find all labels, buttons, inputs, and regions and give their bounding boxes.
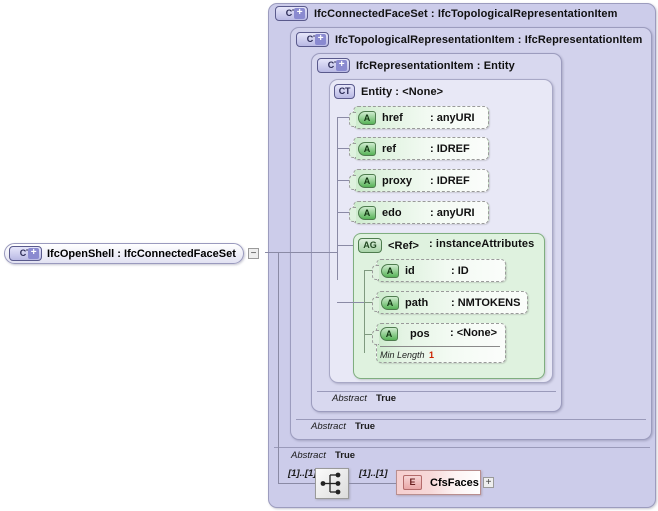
attribute-row-id[interactable]: A id : ID xyxy=(372,259,506,282)
attribute-notch xyxy=(372,265,379,280)
attribute-row-href[interactable]: A href : anyURI xyxy=(349,106,489,129)
attribute-row-ref[interactable]: A ref : IDREF xyxy=(349,137,489,160)
ag-tree-branch-id xyxy=(364,270,376,271)
ag-tree-branch-pos xyxy=(364,334,376,335)
abstract-label-3: Abstract xyxy=(332,393,367,404)
attribute-notch xyxy=(349,112,356,127)
attribute-icon: A xyxy=(358,141,376,156)
root-to-sequence-hline xyxy=(278,483,315,484)
root-node-collapse-toggle[interactable]: − xyxy=(248,248,259,259)
attribute-name: pos xyxy=(410,328,430,340)
sequence-compositor-icon[interactable] xyxy=(315,468,349,499)
attribute-pos-type: : <None> xyxy=(450,327,498,339)
sequence-glyph xyxy=(320,472,341,495)
attr-tree-branch-edo xyxy=(337,212,353,213)
abstract-label-2: Abstract xyxy=(311,421,346,432)
container-header-entity: CT Entity : <None> xyxy=(334,84,443,99)
ct-icon[interactable]: CT xyxy=(334,84,355,99)
attribute-notch xyxy=(349,143,356,158)
abstract-value-2: True xyxy=(355,421,376,432)
abstract-value-1: True xyxy=(335,450,356,461)
attribute-type: : IDREF xyxy=(430,174,470,187)
sequence-to-element-line xyxy=(349,483,397,484)
attribute-icon: A xyxy=(381,263,399,278)
attribute-name: edo xyxy=(382,206,402,219)
attribute-row-path[interactable]: A path : NMTOKENS xyxy=(372,291,528,314)
ag-tree-branch-path xyxy=(364,302,376,303)
element-label: CfsFaces xyxy=(430,476,479,489)
root-node-label: IfcOpenShell : IfcConnectedFaceSet xyxy=(47,247,236,260)
container-header-ifctopologicalrepresentationitem: CT+ IfcTopologicalRepresentationItem : I… xyxy=(296,32,642,47)
attribute-type: : anyURI xyxy=(430,206,475,219)
attribute-row-proxy[interactable]: A proxy : IDREF xyxy=(349,169,489,192)
attribute-name: ref xyxy=(382,142,397,155)
attribute-icon: A xyxy=(358,110,376,125)
attribute-type: : ID xyxy=(451,264,469,277)
ct-plus-icon[interactable]: CT+ xyxy=(275,6,308,21)
container-header-ifcrepresentationitem: CT+ IfcRepresentationItem : Entity xyxy=(317,58,515,73)
element-expand-toggle[interactable]: + xyxy=(483,477,494,488)
element-icon: E xyxy=(403,475,422,490)
abstract-separator-1 xyxy=(274,447,650,448)
container-label-3: IfcRepresentationItem : Entity xyxy=(356,59,515,72)
ct-plus-icon[interactable]: CT+ xyxy=(9,246,42,261)
attribute-notch xyxy=(372,297,379,312)
attribute-group-icon: AG xyxy=(358,238,382,253)
element-cfsfaces[interactable]: E CfsFaces xyxy=(396,470,481,495)
ct-plus-icon[interactable]: CT+ xyxy=(317,58,350,73)
attribute-group-name: <Ref> xyxy=(388,239,420,252)
attribute-name: proxy xyxy=(382,174,412,187)
abstract-value-3: True xyxy=(376,393,397,404)
attribute-notch xyxy=(349,175,356,190)
attr-tree-branch-ref xyxy=(337,148,353,149)
facet-label-min-length: Min Length xyxy=(380,350,425,360)
attr-tree-spine xyxy=(337,117,338,280)
attribute-name: href xyxy=(382,111,403,124)
attribute-group-type: : instanceAttributes xyxy=(429,238,535,250)
attribute-pos-header: A pos xyxy=(380,327,430,341)
abstract-separator-2 xyxy=(296,419,646,420)
attribute-icon: A xyxy=(358,205,376,220)
attribute-notch xyxy=(372,330,379,345)
attribute-group-header: AG <Ref> xyxy=(358,238,419,253)
ag-tree-spine xyxy=(364,270,365,353)
attribute-type: : NMTOKENS xyxy=(451,296,521,309)
abstract-label-1: Abstract xyxy=(291,450,326,461)
attribute-icon: A xyxy=(380,327,398,341)
attr-tree-branch-ag xyxy=(337,245,353,246)
attribute-icon: A xyxy=(381,295,399,310)
root-node-ifcopenshell[interactable]: CT+ IfcOpenShell : IfcConnectedFaceSet xyxy=(4,243,244,264)
attribute-type: : IDREF xyxy=(430,142,470,155)
attribute-name: path xyxy=(405,296,429,309)
container-label-2: IfcTopologicalRepresentationItem : IfcRe… xyxy=(335,33,643,46)
attr-tree-branch-href xyxy=(337,117,353,118)
container-label-4: Entity : <None> xyxy=(361,85,444,98)
attribute-icon: A xyxy=(358,173,376,188)
ct-plus-icon[interactable]: CT+ xyxy=(296,32,329,47)
attribute-row-edo[interactable]: A edo : anyURI xyxy=(349,201,489,224)
root-to-sequence-vline xyxy=(278,252,279,483)
attribute-notch xyxy=(349,207,356,222)
abstract-separator-3 xyxy=(317,391,556,392)
facet-value-min-length: 1 xyxy=(429,350,435,360)
ag-incoming-line xyxy=(337,302,364,303)
facet-separator xyxy=(380,346,500,347)
attr-tree-branch-proxy xyxy=(337,180,353,181)
root-to-attr-tree-drop xyxy=(337,245,338,253)
sequence-left-cardinality: [1]..[1] xyxy=(288,468,317,479)
container-label-1: IfcConnectedFaceSet : IfcTopologicalRepr… xyxy=(314,7,618,20)
attribute-name: id xyxy=(405,264,415,277)
container-header-ifcconnectedfaceset: CT+ IfcConnectedFaceSet : IfcTopological… xyxy=(275,6,617,21)
root-to-attr-tree-line xyxy=(265,252,337,253)
element-left-cardinality: [1]..[1] xyxy=(359,468,388,479)
attribute-type: : anyURI xyxy=(430,111,475,124)
